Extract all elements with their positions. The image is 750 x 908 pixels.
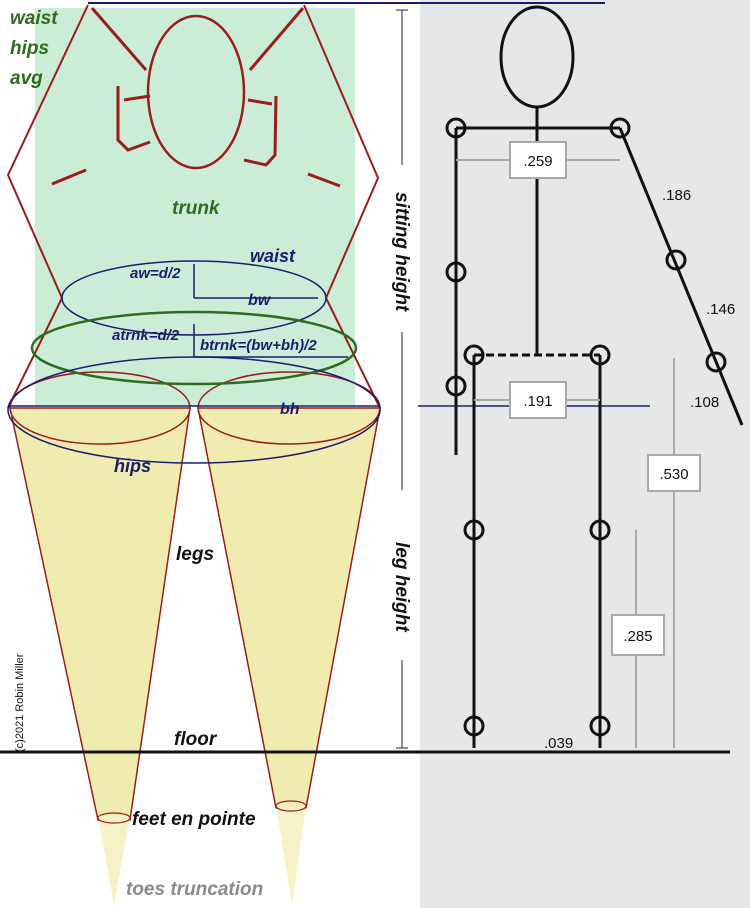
hand-value: .108 bbox=[690, 394, 719, 411]
shoulder-width-value: .259 bbox=[523, 153, 552, 170]
upper-arm-value: .186 bbox=[662, 187, 691, 204]
joint-circle-icon bbox=[445, 117, 467, 139]
right-leg-cone bbox=[197, 407, 381, 809]
left-toe-cone bbox=[98, 816, 130, 905]
leg-length-box bbox=[647, 454, 701, 492]
lower-leg-box bbox=[611, 614, 665, 656]
forearm-value: .146 bbox=[706, 301, 735, 318]
leg-height-label: leg height bbox=[391, 542, 412, 632]
right-elbow-stroke bbox=[243, 95, 278, 167]
right-hand-stroke bbox=[247, 98, 273, 106]
joint-circle-icon bbox=[665, 249, 687, 271]
left-leg-cone bbox=[9, 407, 191, 821]
head-ellipse-icon bbox=[146, 14, 246, 170]
joint-circle-icon bbox=[463, 519, 485, 541]
waist-a-label: aw=d/2 bbox=[130, 265, 181, 282]
right-arm bbox=[618, 127, 744, 426]
joint-circle-icon bbox=[589, 715, 611, 737]
trunk-a-label: atrnk=d/2 bbox=[112, 327, 180, 344]
joint-circle-icon bbox=[445, 261, 467, 283]
legs-label: legs bbox=[176, 544, 214, 565]
hips-b-label: bh bbox=[280, 401, 300, 418]
left-elbow-stroke bbox=[116, 86, 151, 152]
feet-label: feet en pointe bbox=[132, 809, 256, 830]
legend-waist: waist bbox=[10, 8, 58, 29]
floor-label: floor bbox=[174, 729, 218, 750]
joint-circle-icon bbox=[463, 715, 485, 737]
foot-value: .039 bbox=[544, 735, 573, 752]
joint-circle-icon bbox=[445, 375, 467, 397]
toes-label: toes truncation bbox=[126, 879, 263, 900]
legend-avg: avg bbox=[10, 68, 43, 89]
left-forearm-stroke bbox=[51, 168, 87, 186]
left-leg-top-ellipse bbox=[9, 371, 191, 445]
right-toe-cone bbox=[276, 806, 306, 905]
joint-circle-icon bbox=[705, 351, 727, 373]
left-foot-ellipse bbox=[97, 812, 131, 824]
waist-b-label: bw bbox=[248, 292, 272, 309]
left-hand-stroke bbox=[123, 94, 151, 102]
hip-width-box bbox=[509, 381, 567, 419]
sitting-height-label: sitting height bbox=[391, 192, 412, 312]
waist-label: waist bbox=[250, 246, 296, 266]
right-arm-stroke bbox=[248, 7, 305, 71]
copyright-text: (c)2021 Robin Miller bbox=[14, 653, 26, 752]
lower-leg-value: .285 bbox=[623, 628, 652, 645]
leg-length-value: .530 bbox=[659, 466, 688, 483]
trunk-column bbox=[35, 8, 355, 406]
trunk-label: trunk bbox=[172, 198, 221, 219]
joint-circle-icon bbox=[589, 519, 611, 541]
right-forearm-stroke bbox=[307, 172, 341, 188]
right-foot-ellipse bbox=[275, 800, 307, 812]
hips-label: hips bbox=[114, 456, 151, 476]
trunk-b-label: btrnk=(bw+bh)/2 bbox=[200, 337, 317, 354]
joint-circle-icon bbox=[589, 344, 611, 366]
shoulder-width-box bbox=[509, 141, 567, 179]
left-arm-stroke bbox=[90, 7, 148, 71]
joint-circle-icon bbox=[609, 117, 631, 139]
trunk-ellipse bbox=[30, 310, 358, 386]
joint-circle-icon bbox=[463, 344, 485, 366]
legend-hips: hips bbox=[10, 38, 49, 59]
stick-figure bbox=[445, 5, 744, 748]
dimension-lines bbox=[456, 159, 675, 748]
hip-width-value: .191 bbox=[523, 393, 552, 410]
